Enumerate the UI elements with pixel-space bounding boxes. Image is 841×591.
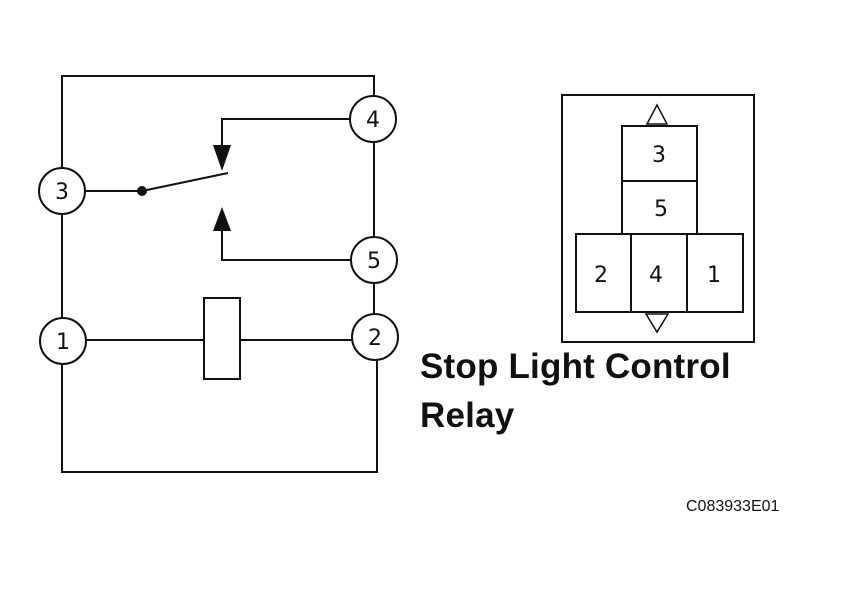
terminal-5: 5 — [350, 236, 398, 284]
contact-wire-4 — [221, 118, 350, 145]
bottom-rail-wire — [61, 358, 378, 473]
terminal-4-label: 4 — [366, 108, 380, 133]
terminal-2-label: 2 — [368, 326, 382, 351]
diagram-title-line-2: Relay — [420, 396, 515, 435]
schematic-wiring — [61, 75, 378, 473]
connector-cell-right-label: 1 — [707, 263, 721, 288]
terminal-1-label: 1 — [56, 330, 70, 355]
connector-cell-top — [621, 125, 698, 182]
switch-pivot-dot — [137, 186, 147, 196]
connector-key-top — [645, 103, 669, 125]
terminal-2: 2 — [351, 313, 399, 361]
top-rail-wire — [61, 75, 375, 171]
connector-cell-center — [630, 233, 688, 313]
terminal-5-label: 5 — [367, 249, 381, 274]
terminal-3-circle — [38, 167, 86, 215]
terminal-1-circle — [39, 317, 87, 365]
terminal-5-circle — [350, 236, 398, 284]
diagram-title-line-1: Stop Light Control — [420, 347, 731, 386]
terminal-1: 1 — [39, 317, 87, 365]
contact-arrow-up — [213, 207, 231, 231]
connector-cell-left-label: 2 — [594, 263, 608, 288]
terminal-3: 3 — [38, 167, 86, 215]
contact-wire-5 — [221, 231, 350, 261]
terminal-4: 4 — [349, 95, 397, 143]
connector-view: 3 5 2 4 1 — [561, 94, 755, 343]
connector-cell-middle — [621, 180, 698, 235]
figure-code: C083933E01 — [686, 498, 780, 515]
contact-arrow-down — [213, 145, 231, 171]
terminal-4-circle — [349, 95, 397, 143]
connector-cell-center-label: 4 — [649, 263, 663, 288]
terminal-2-circle — [351, 313, 399, 361]
connector-cell-right — [686, 233, 744, 313]
connector-key-bottom — [644, 313, 670, 334]
relay-coil — [203, 297, 241, 380]
terminal-3-label: 3 — [55, 180, 69, 205]
connector-cell-top-label: 3 — [652, 143, 666, 168]
connector-cell-left — [575, 233, 632, 313]
connector-cell-middle-label: 5 — [654, 197, 668, 222]
switch-blade — [141, 172, 229, 192]
